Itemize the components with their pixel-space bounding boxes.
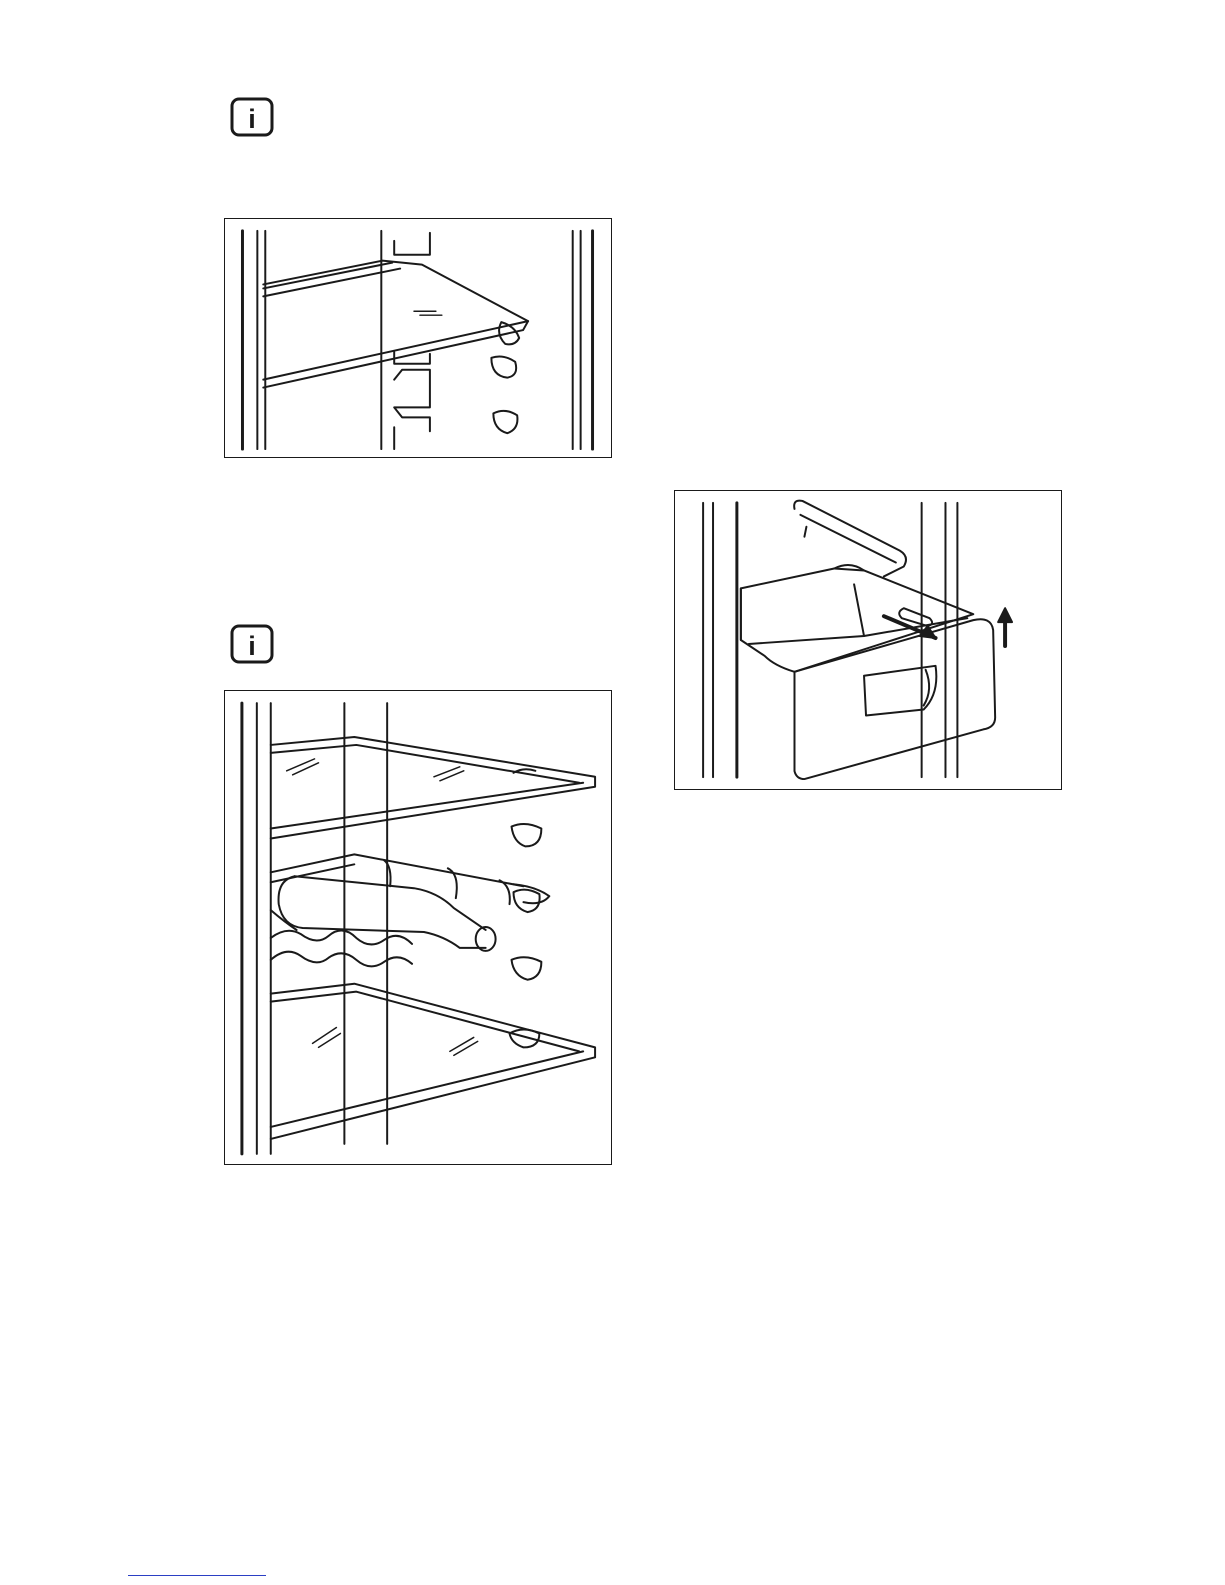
wine-rack-figure (224, 690, 612, 1165)
drawer-figure (674, 490, 1062, 790)
info-icon: i (230, 97, 274, 137)
info-glyph: i (248, 104, 256, 134)
info-glyph: i (248, 631, 256, 661)
info-icon: i (230, 624, 274, 664)
shelf-figure (224, 218, 612, 458)
footer-rule (128, 1575, 266, 1576)
